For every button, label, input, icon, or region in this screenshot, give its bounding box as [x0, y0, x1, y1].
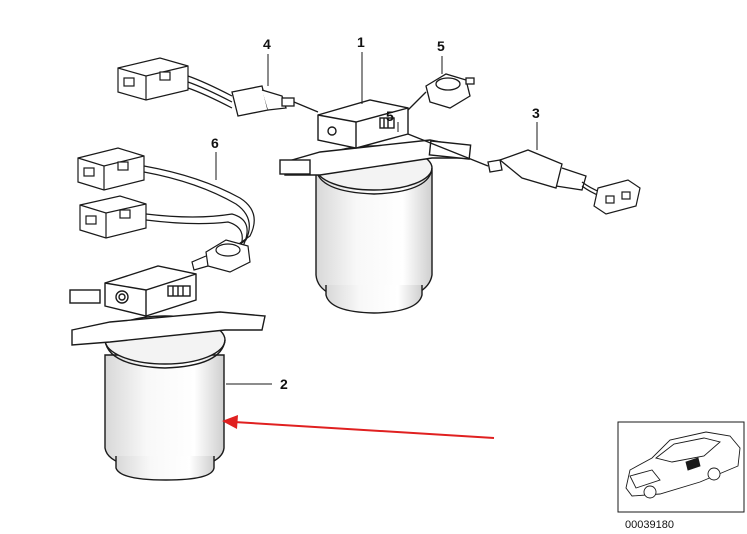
- callout-4: 4: [263, 36, 271, 52]
- harness-connector-4: [117, 57, 233, 109]
- callout-3: 3: [532, 105, 540, 121]
- callout-5-top: 5: [437, 38, 445, 54]
- leader-lines: [215, 52, 538, 385]
- thumbnail-part-number: 00039180: [625, 519, 674, 531]
- red-arrow-annotation: [222, 415, 495, 439]
- callout-2: 2: [280, 376, 288, 392]
- receiver-drier-lower: [69, 265, 266, 481]
- pressure-switch-5: [407, 73, 475, 111]
- vehicle-thumbnail: 00039180: [617, 421, 745, 531]
- car-icon: [625, 431, 741, 499]
- wiring-harness-6: [77, 147, 255, 273]
- receiver-drier-upper: [279, 99, 472, 314]
- callout-6: 6: [211, 135, 219, 151]
- pressure-switch-3: [407, 133, 601, 197]
- callout-5-inline: 5: [386, 108, 394, 124]
- callout-1: 1: [357, 34, 365, 50]
- harness-connector-3: [593, 179, 641, 215]
- pressure-switch-4: [231, 85, 319, 117]
